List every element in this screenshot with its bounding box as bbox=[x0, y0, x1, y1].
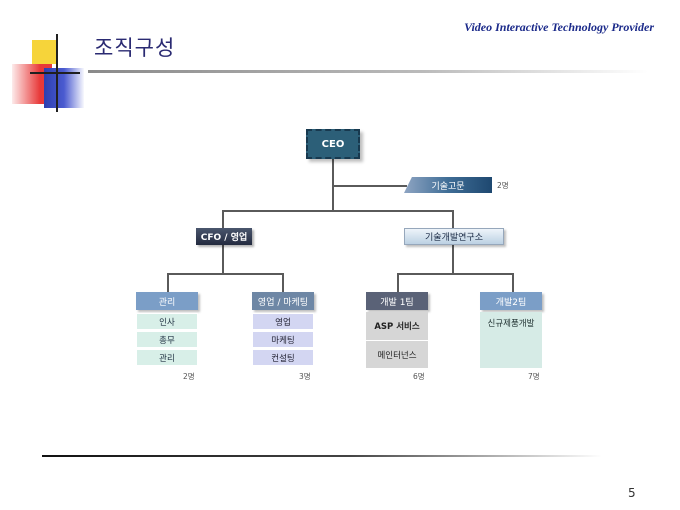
title-rule bbox=[88, 70, 648, 73]
slide-title: 조직구성 bbox=[94, 36, 176, 60]
dept-item-general-affairs: 총무 bbox=[136, 331, 198, 348]
dept-head-management: 관리 bbox=[136, 292, 198, 310]
dept-item-new-product-dev: 신규제품개발 bbox=[480, 312, 542, 368]
dept-head-dev-team-1: 개발 1팀 bbox=[366, 292, 428, 310]
dept-item-consulting: 컨설팅 bbox=[252, 349, 314, 366]
connector-mgmt-drop bbox=[167, 273, 169, 292]
connector-lab-trunk bbox=[452, 245, 454, 274]
connector-dev1-drop bbox=[397, 273, 399, 292]
connector-cfo-trunk bbox=[222, 245, 224, 274]
company-tagline: Video Interactive Technology Provider bbox=[464, 20, 654, 34]
dept-item-sales: 영업 bbox=[252, 313, 314, 330]
dept-item-marketing: 마케팅 bbox=[252, 331, 314, 348]
dept-count-dev-team-1: 6명 bbox=[413, 372, 425, 381]
connector-cfo-branch bbox=[167, 273, 283, 275]
dept-item-maintenance: 메인터넌스 bbox=[366, 341, 428, 368]
dept-item-asp-service: ASP 서비스 bbox=[366, 312, 428, 340]
decor-blue-square bbox=[44, 68, 84, 108]
connector-lab-drop bbox=[452, 210, 454, 228]
decor-yellow-square bbox=[32, 40, 56, 64]
ceo-box: CEO bbox=[306, 129, 360, 159]
dept-item-admin: 관리 bbox=[136, 349, 198, 366]
connector-cfo-drop bbox=[222, 210, 224, 228]
dept-count-sales-marketing: 3명 bbox=[299, 372, 311, 381]
advisor-box: 기술고문 bbox=[404, 177, 492, 193]
dept-count-management: 2명 bbox=[183, 372, 195, 381]
advisor-count: 2명 bbox=[497, 181, 509, 190]
dept-head-sales-marketing: 영업 / 마케팅 bbox=[252, 292, 314, 310]
lab-box: 기술개발연구소 bbox=[404, 228, 504, 245]
page-number: 5 bbox=[628, 486, 636, 500]
footer-rule bbox=[42, 455, 602, 457]
dept-head-dev-team-2: 개발2팀 bbox=[480, 292, 542, 310]
connector-advisor bbox=[333, 185, 407, 187]
cfo-box: CFO / 영업 bbox=[196, 228, 252, 245]
connector-sales-drop bbox=[282, 273, 284, 292]
connector-dev2-drop bbox=[512, 273, 514, 292]
connector-level2 bbox=[222, 210, 454, 212]
connector-lab-branch bbox=[397, 273, 513, 275]
dept-count-dev-team-2: 7명 bbox=[528, 372, 540, 381]
decor-horizontal-line bbox=[30, 72, 80, 74]
dept-item-hr: 인사 bbox=[136, 313, 198, 330]
